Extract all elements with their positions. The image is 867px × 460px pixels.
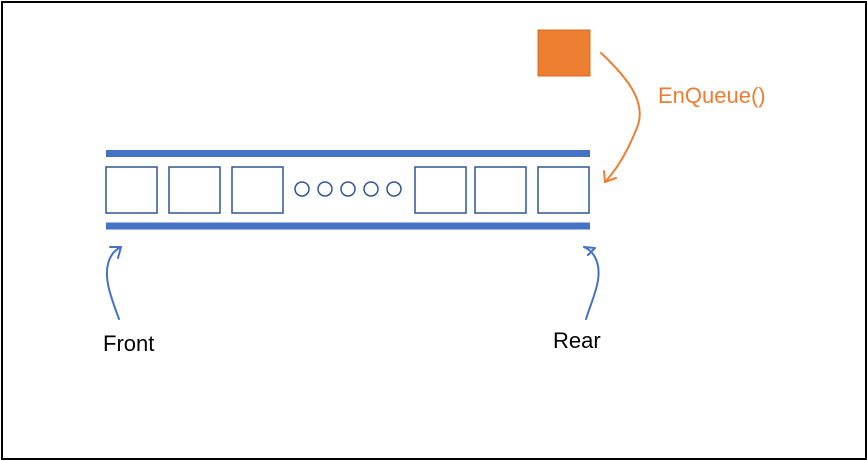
enqueue-label: EnQueue() [658, 83, 766, 108]
queue-slot [105, 166, 158, 214]
queue-slot [537, 166, 590, 214]
queue-slot [414, 166, 467, 214]
ellipsis-circle [340, 181, 356, 197]
queue-slot [474, 166, 527, 214]
curved-arrow-down-icon [600, 52, 641, 183]
arrow-up-icon [106, 246, 122, 320]
queue-slot [168, 166, 221, 214]
new-element-square [537, 29, 591, 77]
arrow-up-icon [583, 246, 600, 320]
ellipsis-circle [363, 181, 379, 197]
ellipsis-circle [386, 181, 402, 197]
front-label: Front [103, 331, 155, 356]
queue-slot [231, 166, 284, 214]
ellipsis-circle [294, 181, 310, 197]
ellipsis-circle [317, 181, 333, 197]
rear-label: Rear [553, 328, 601, 353]
